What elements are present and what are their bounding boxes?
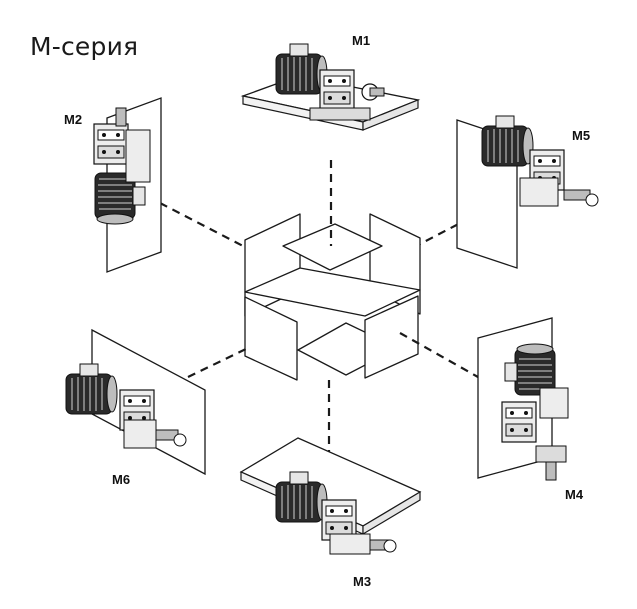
label-m2: M2 [64, 112, 83, 127]
center-frame [244, 213, 421, 381]
mount-m3 [239, 437, 422, 555]
label-m4: M4 [565, 487, 584, 502]
mount-m4 [477, 317, 569, 481]
label-m6: M6 [112, 472, 131, 487]
mount-m5 [456, 115, 599, 269]
diagram-title: M-серия [30, 32, 139, 61]
mount-m6 [65, 328, 206, 476]
mount-m2 [93, 97, 162, 273]
label-m3: M3 [353, 574, 372, 589]
connector-lines [159, 160, 496, 467]
mount-m1 [240, 43, 421, 131]
label-m5: M5 [572, 128, 591, 143]
label-m1: M1 [352, 33, 371, 48]
